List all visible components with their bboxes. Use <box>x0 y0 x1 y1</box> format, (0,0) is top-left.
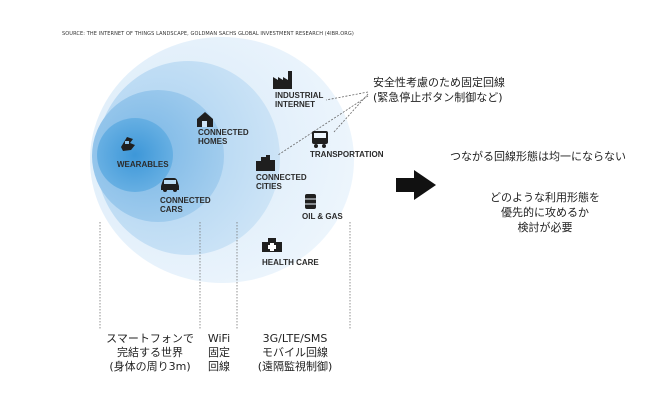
factory-icon <box>273 71 292 89</box>
label-connected-cities: CONNECTED CITIES <box>256 173 309 191</box>
leader-line-industrial <box>325 91 369 101</box>
label-connected-homes: CONNECTED HOMES <box>198 128 251 146</box>
label-cars-line2: CARS <box>160 205 183 214</box>
safety-note: 安全性考慮のため固定回線 (緊急停止ボタン制御など) <box>373 75 505 105</box>
label-oil-gas: OIL & GAS <box>302 212 343 221</box>
segment-mobile-line2: モバイル回線 <box>262 346 328 359</box>
right-arrow-icon <box>396 170 436 200</box>
label-oil-gas-text: OIL & GAS <box>302 212 343 221</box>
label-connected-cars: CONNECTED CARS <box>160 196 213 214</box>
wearable-icon <box>121 137 135 151</box>
safety-note-line2: (緊急停止ボタン制御など) <box>373 91 503 104</box>
label-cars-line1: CONNECTED <box>160 196 211 205</box>
home-icon <box>197 112 213 127</box>
label-transportation: TRANSPORTATION <box>310 150 384 159</box>
safety-note-line1: 安全性考慮のため固定回線 <box>373 76 505 89</box>
label-wearables-text: WEARABLES <box>117 160 169 169</box>
segment-wifi: WiFi 固定 回線 <box>200 332 238 374</box>
note-priority-line3: 検討が必要 <box>517 221 573 234</box>
note-priority: どのような利用形態を 優先的に攻めるか 検討が必要 <box>470 190 620 235</box>
note-uneven-lines: つながる回線形態は均一にならない <box>450 150 626 163</box>
label-transportation-text: TRANSPORTATION <box>310 150 384 159</box>
label-industrial-internet: INDUSTRIAL INTERNET <box>275 91 326 109</box>
label-health-care: HEALTH CARE <box>262 258 319 267</box>
segment-mobile-line3: (遠隔監視制御) <box>257 360 333 373</box>
leader-line-transport <box>333 93 369 133</box>
segment-smartphone: スマートフォンで 完結する世界 (身体の周り3m) <box>100 332 200 374</box>
ring-core <box>97 118 173 192</box>
bus-icon <box>312 131 328 148</box>
barrel-icon <box>305 194 316 209</box>
segment-mobile: 3G/LTE/SMS モバイル回線 (遠隔監視制御) <box>240 332 350 374</box>
note-priority-line2: 優先的に攻めるか <box>501 206 589 219</box>
medical-icon <box>262 238 282 252</box>
segment-wifi-line1: WiFi <box>207 332 231 345</box>
car-icon <box>161 178 179 192</box>
segment-smartphone-line1: スマートフォンで <box>106 332 194 345</box>
city-icon <box>256 155 275 171</box>
note-priority-line1: どのような利用形態を <box>490 191 600 204</box>
segment-wifi-line2: 固定 <box>208 346 230 359</box>
label-wearables: WEARABLES <box>117 160 169 169</box>
source-citation: SOURCE: THE INTERNET OF THINGS LANDSCAPE… <box>62 31 354 37</box>
segment-mobile-line1: 3G/LTE/SMS <box>262 332 328 345</box>
segment-smartphone-line2: 完結する世界 <box>117 346 183 359</box>
leader-line-cities <box>277 95 369 156</box>
label-health-care-text: HEALTH CARE <box>262 258 319 267</box>
segment-smartphone-line3: (身体の周り3m) <box>109 360 191 373</box>
segment-wifi-line3: 回線 <box>208 360 230 373</box>
